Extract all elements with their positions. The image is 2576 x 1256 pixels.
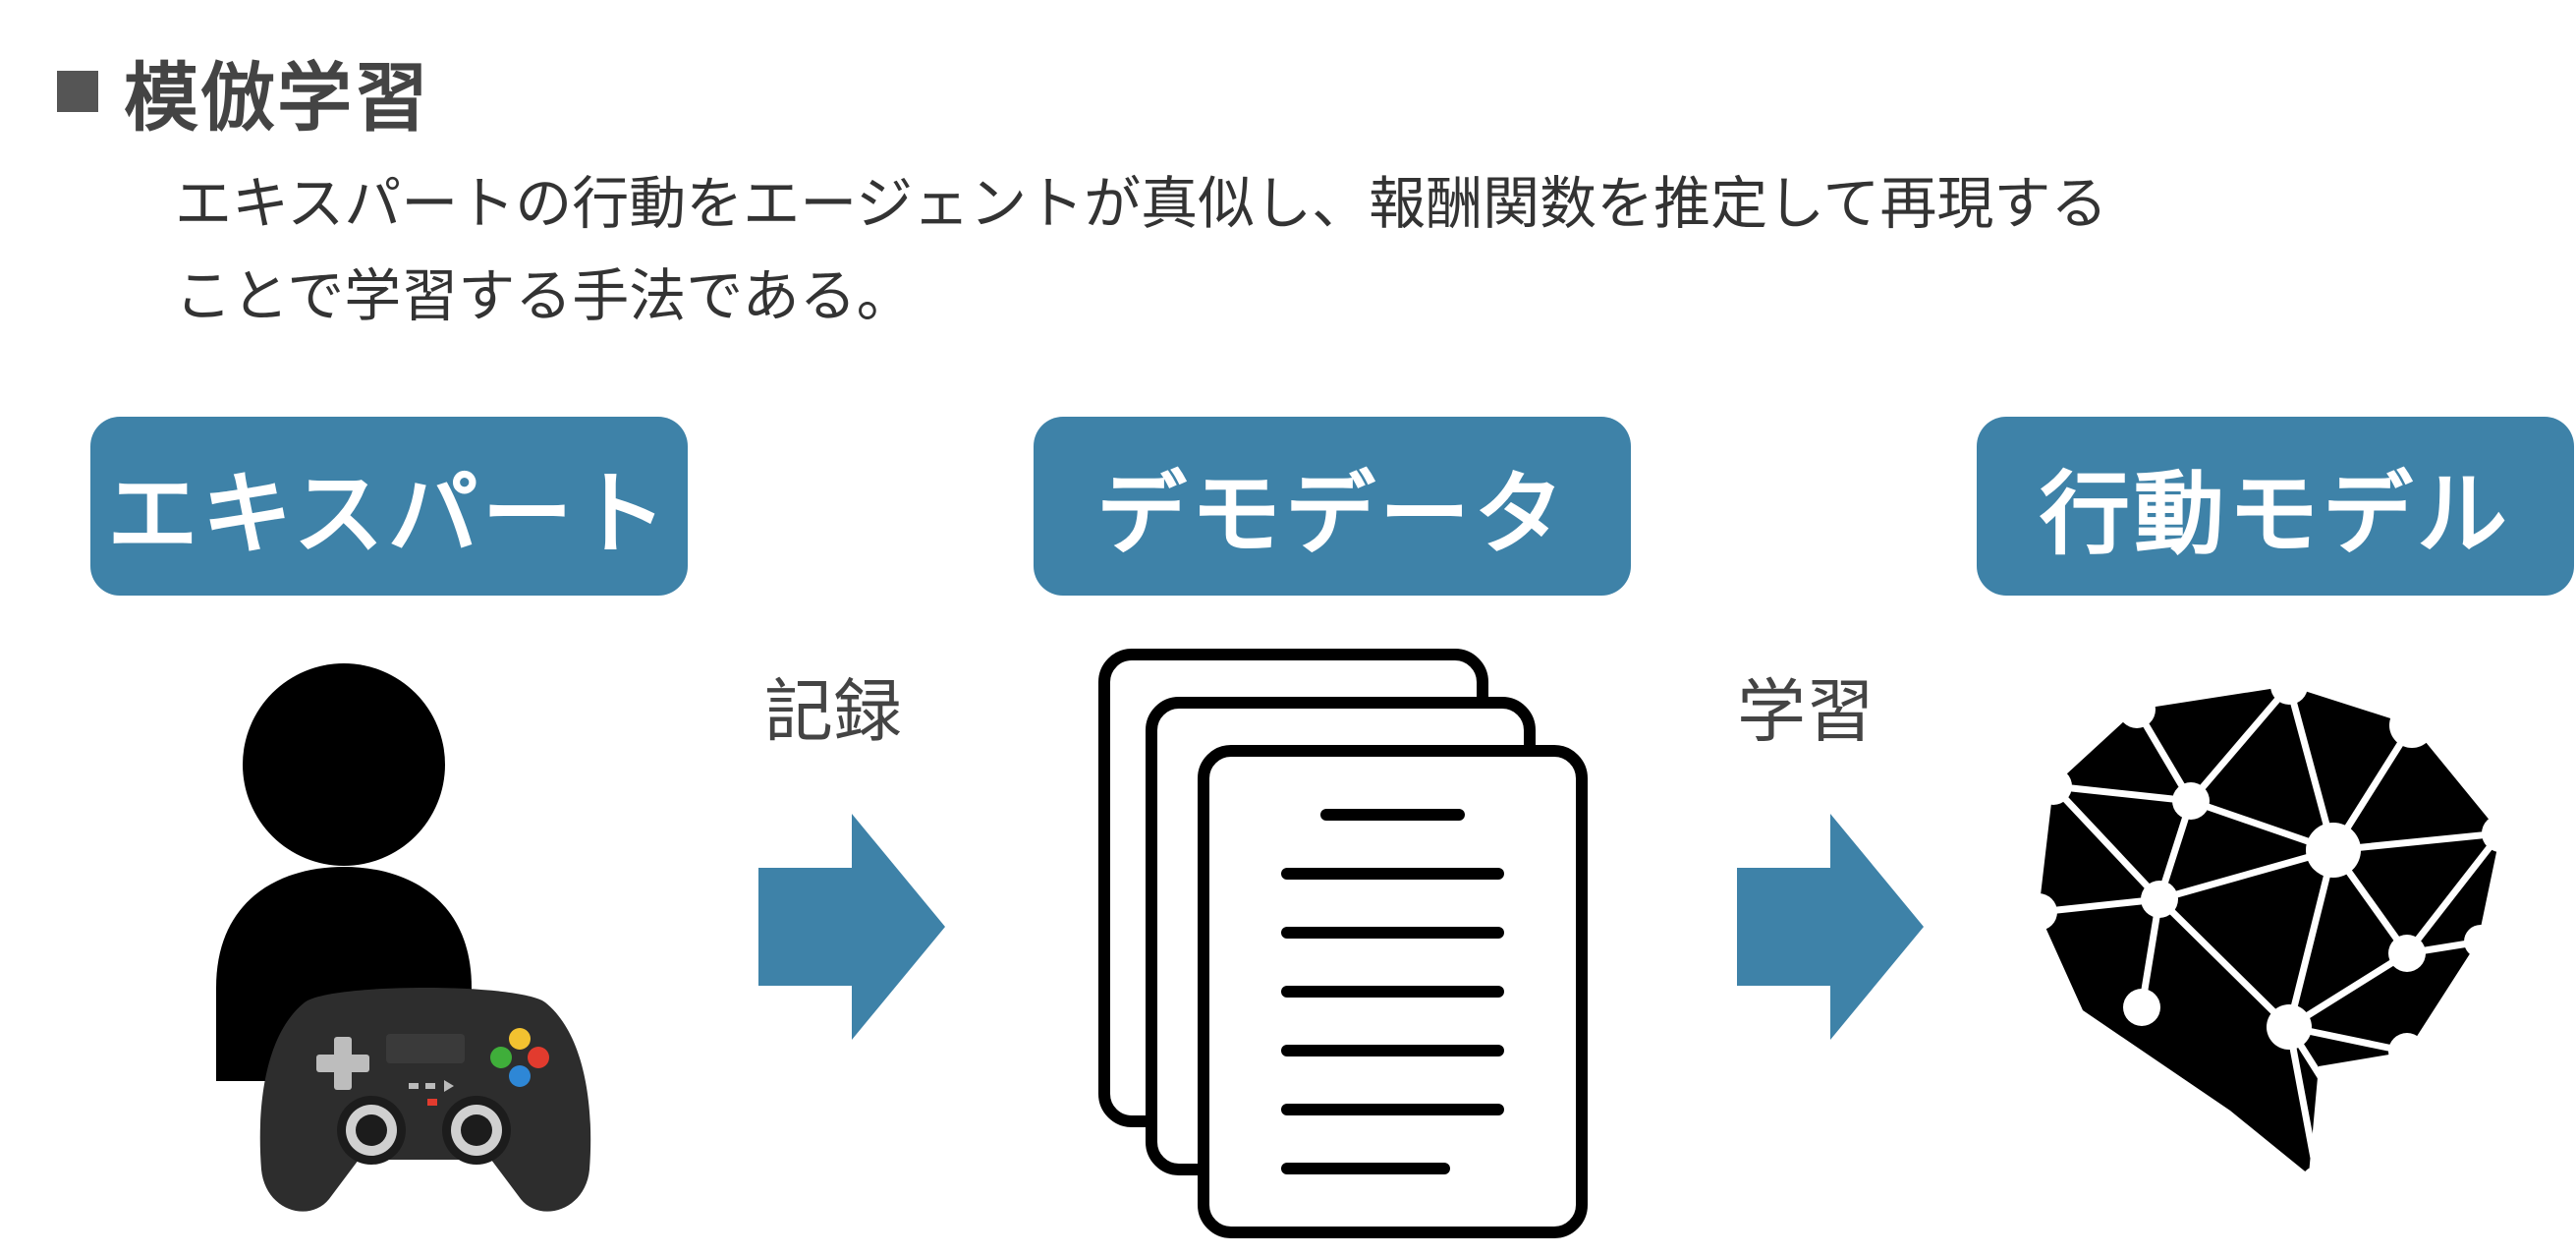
person-with-gamepad-icon — [216, 663, 591, 1212]
description: エキスパートの行動をエージェントが真似し、報酬関数を推定して再現する ことで学習… — [175, 157, 2435, 342]
stage-label-expert: エキスパート — [90, 417, 688, 596]
arrow-label-record: 記録 — [764, 671, 902, 752]
description-line-2: ことで学習する手法である。 — [175, 262, 914, 329]
documents-stack-icon — [1098, 649, 1588, 1238]
right-arrow-icon — [1737, 814, 1924, 1040]
title-bullet-square — [57, 71, 98, 112]
stage-label-behavior-model: 行動モデル — [1977, 417, 2574, 596]
stage-label-demo-data: デモデータ — [1034, 417, 1631, 596]
description-line-1: エキスパートの行動をエージェントが真似し、報酬関数を推定して再現する — [175, 170, 2108, 237]
gamepad-icon — [259, 988, 591, 1212]
right-arrow-icon — [758, 814, 945, 1040]
neural-brain-icon — [2020, 667, 2519, 1203]
title-text: 模倣学習 — [124, 54, 430, 142]
arrow-label-learn: 学習 — [1737, 671, 1875, 752]
slide-title: 模倣学習 — [57, 37, 430, 145]
